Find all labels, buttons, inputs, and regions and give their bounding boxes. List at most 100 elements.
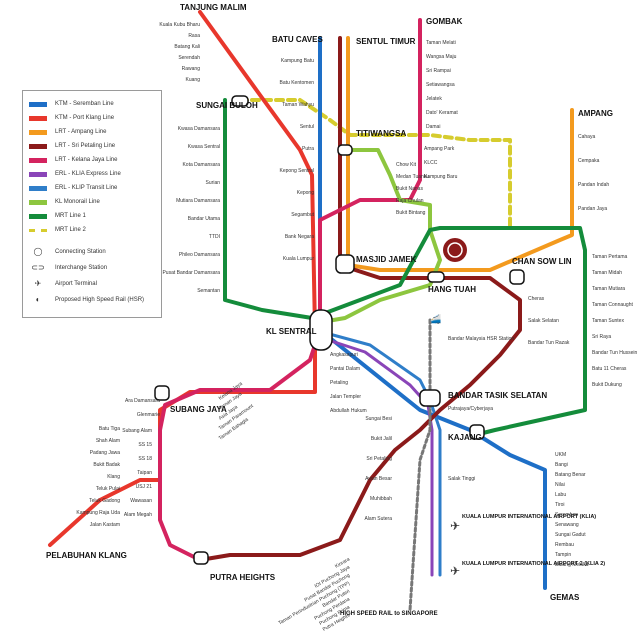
station-label: Nilai (555, 482, 565, 488)
station-label: Batang Kali (174, 44, 200, 50)
label-hsr-singapore: HIGH SPEED RAIL to SINGAPORE (340, 611, 438, 617)
legend-item: LRT - Ampang Line (29, 129, 106, 135)
legend-label: KTM - Seremban Line (55, 101, 114, 107)
label-pelabuhan-klang: PELABUHAN KLANG (46, 551, 127, 560)
label-masjid-jamek: MASJID JAMEK (356, 255, 417, 264)
station-label: USJ 21 (136, 484, 153, 490)
label-chan-sow-lin: CHAN SOW LIN (512, 257, 572, 266)
station-label: Senawang (555, 522, 579, 528)
legend-swatch (29, 143, 47, 149)
station-label: Kepong (297, 190, 314, 196)
legend-item: MRT Line 2 (29, 227, 86, 233)
legend-item: KTM - Port Klang Line (29, 115, 114, 121)
label-putra-heights: PUTRA HEIGHTS (210, 573, 276, 582)
airport-icon: ✈ (34, 279, 42, 288)
station-label: Taipan (137, 470, 152, 476)
station-label: Kota Damansara (182, 162, 220, 168)
station-label: Bukit Dukung (592, 382, 622, 388)
label-hang-tuah: HANG TUAH (428, 285, 476, 294)
station-label: Setiawangsa (426, 82, 455, 88)
legend-item: KTM - Seremban Line (29, 101, 114, 107)
station-label: Jalan Templer (330, 394, 361, 400)
station-label: Seremban (555, 512, 578, 518)
station-label: Rembau (555, 542, 574, 548)
legend-item: ERL - KLIP Transit Line (29, 185, 117, 191)
legend-label: MRT Line 2 (55, 227, 86, 233)
legend-label: Proposed High Speed Rail (HSR) (55, 296, 145, 303)
station-label: Serendah (178, 55, 200, 61)
station-label: Pantai Dalam (330, 366, 360, 372)
station-label: Bukit Nanas (396, 186, 423, 192)
station-label: Taman Midah (592, 270, 622, 276)
station-label: Tampin (555, 552, 571, 558)
legend-item: LRT - Kelana Jaya Line (29, 157, 117, 163)
station-label: Salak Selatan (528, 318, 559, 324)
station-label: Padang Jawa (90, 450, 121, 456)
station-label: Angkasapuri (330, 352, 358, 358)
label-tanjung-malim: TANJUNG MALIM (180, 3, 247, 12)
interchange-kajang (469, 424, 485, 440)
label-titiwangsa: TITIWANGSA (356, 129, 406, 138)
station-label: Segambut (291, 212, 314, 218)
legend-item: MRT Line 1 (29, 213, 86, 219)
station-label: Taman Melati (426, 40, 456, 46)
station-label: Ara Damansara (125, 398, 160, 404)
airport-icon: ✈ (450, 519, 460, 533)
lrt-sri-petaling-line (198, 36, 522, 562)
station-label: Bukit Bintang (396, 210, 426, 216)
station-label: Taman Wahyu (282, 102, 314, 108)
label-batu-caves: BATU CAVES (272, 35, 323, 44)
station-label: Chow Kit (396, 162, 417, 168)
station-label: Taman Connaught (592, 302, 633, 308)
legend-item: KL Monorail Line (29, 199, 100, 205)
legend-swatch (29, 171, 47, 177)
station-label: UKM (555, 452, 566, 458)
station-label: Batu Kentomen (280, 80, 315, 86)
station-label: Bandar Malaysia HSR Station (448, 336, 514, 342)
legend-label: KL Monorail Line (55, 199, 100, 205)
station-label: Petaling (330, 380, 348, 386)
station-label: Phileo Damansara (179, 252, 220, 258)
station-label: Bandar Tun Razak (528, 340, 570, 346)
mrt-line-1 (223, 98, 587, 437)
station-label: Batang Benar (555, 472, 586, 478)
station-label: Putra (302, 146, 314, 152)
station-label: Awan Besar (365, 476, 392, 482)
station-label: Cahaya (578, 134, 595, 140)
legend-label: LRT - Ampang Line (55, 129, 107, 135)
station-label: TTDI (209, 234, 220, 240)
station-label: Batu Tiga (99, 426, 120, 432)
station-label: Batang Melaka (555, 562, 589, 568)
legend-swatch (29, 101, 47, 107)
legend-label: ERL - KLIA Express Line (55, 171, 121, 177)
station-label: Shah Alam (96, 438, 120, 444)
station-label: Bukit Badak (93, 462, 120, 468)
legend-item: ✈Airport Terminal (29, 279, 97, 288)
station-label: Rasa (188, 33, 200, 39)
station-label: Kampung Batu (281, 58, 314, 64)
legend-item: ERL - KLIA Express Line (29, 171, 121, 177)
station-label: SS 15 (138, 442, 152, 448)
legend-label: LRT - Sri Petaling Line (55, 143, 116, 149)
legend-item: LRT - Sri Petaling Line (29, 143, 115, 149)
mrt-line-2 (238, 98, 512, 232)
station-label: Sri Petaling (366, 456, 392, 462)
hsr-icon: ◐ (35, 295, 41, 304)
legend-label: MRT Line 1 (55, 213, 86, 219)
interchange-putra-heights (193, 551, 209, 565)
station-label: Kuala Lumpur (283, 256, 314, 262)
station-label: Kwasa Sentral (188, 144, 220, 150)
label-subang-jaya: SUBANG JAYA (170, 405, 227, 414)
station-label: Salak Tinggi (448, 476, 475, 482)
erl-klia-express-line (320, 336, 434, 577)
station-label: Rawang (182, 66, 201, 72)
legend-item: ◐ Proposed High Speed Rail (HSR) (29, 295, 144, 304)
station-label: Raja Chulan (396, 198, 424, 204)
station-label: Abdullah Hukum (330, 408, 367, 414)
interchange-subang-jaya (154, 385, 170, 401)
legend-swatch (29, 157, 47, 163)
legend-item: ◯Connecting Station (29, 247, 106, 256)
legend-swatch (29, 129, 47, 135)
station-label: Dato' Keramat (426, 110, 458, 116)
